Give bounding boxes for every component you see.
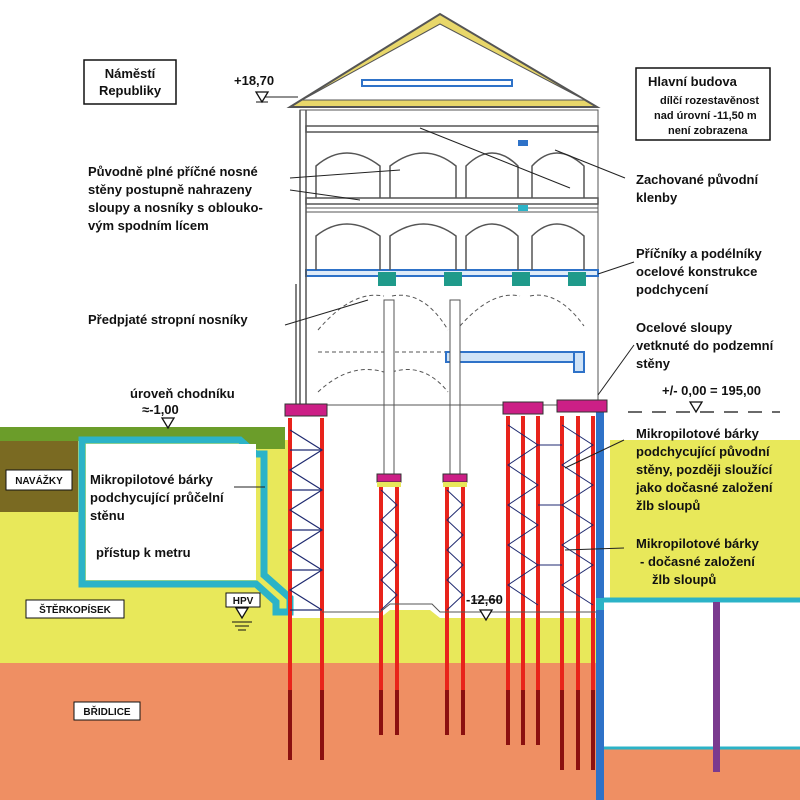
elevation-marker-top [254, 91, 270, 104]
leader-lines [234, 96, 635, 601]
steel-crossbeam [445, 351, 585, 363]
main-building-sub-1: dílčí rozestavěnost [660, 95, 759, 107]
main-building-title: Hlavní budova [648, 74, 738, 89]
micropile-note-2: podchycující původní [636, 444, 770, 459]
navazky-label: NAVÁŽKY [15, 474, 63, 487]
elevation-marker-bottom [478, 609, 494, 622]
pile-cap [284, 403, 328, 417]
teal-beam-blocks [378, 272, 586, 286]
elevation-marker-pavement [160, 417, 176, 430]
bridlice-label: BŘIDLICE [83, 705, 131, 718]
purple-column [713, 602, 720, 772]
datum-label: +/- 0,00 = 195,00 [662, 383, 761, 398]
walls-note-4: vým spodním lícem [88, 218, 209, 233]
elevation-top-label: +18,70 [234, 73, 274, 88]
facade-note-3: stěnu [90, 508, 125, 523]
steelcols-note-2: vetknuté do podzemní [636, 338, 774, 353]
main-building-box [635, 67, 771, 141]
steelcols-note-1: Ocelové sloupy [636, 320, 733, 335]
excavation-pit [290, 405, 610, 618]
facade-note-1: Mikropilotové bárky [90, 472, 214, 487]
temp-foundation-note-2: - dočasné založení [640, 554, 755, 569]
vaults-note-1: Zachované původní [636, 172, 758, 187]
vault-arches [315, 152, 585, 270]
micropile-note-5: žlb sloupů [636, 498, 700, 513]
facade-note-2: podchycující průčelní [90, 490, 224, 505]
square-label-box [83, 59, 177, 105]
steelcols-note-3: stěny [636, 356, 671, 371]
elevation-marker-datum [688, 401, 704, 414]
square-label-2: Republiky [99, 83, 162, 98]
bridlice-box [73, 701, 141, 721]
main-building-sub-2: nad úrovní -11,50 m [654, 110, 757, 122]
crossbeams-note-2: ocelové konstrukce [636, 264, 757, 279]
micropile-note-4: jako dočasné založení [635, 480, 773, 495]
pavement-label-1: úroveň chodníku [130, 386, 235, 401]
navazky-box [5, 469, 73, 491]
micropile-note-3: stěny, později sloužící [636, 462, 773, 477]
temp-foundation-note-3: žlb sloupů [652, 572, 716, 587]
metro-access-label: přístup k metru [96, 545, 191, 560]
elevation-marker-hpv [234, 607, 250, 620]
sterkopisek-label: ŠTĚRKOPÍSEK [39, 603, 111, 616]
crossbeams-note-1: Příčníky a podélníky [636, 246, 762, 261]
elevation-bottom-label: -12,60 [466, 592, 503, 607]
hpv-box [225, 592, 261, 608]
pavement-label-2: ≈-1,00 [142, 402, 179, 417]
walls-note-2: stěny postupně nahrazeny [88, 182, 253, 197]
prestressed-note: Předpjaté stropní nosníky [88, 312, 248, 327]
micropile-note-1: Mikropilotové bárky [636, 426, 760, 441]
walls-note-3: sloupy a nosníky s oblouko- [88, 200, 263, 215]
temp-foundation-note-1: Mikropilotové bárky [636, 536, 760, 551]
crossbeams-note-3: podchycení [636, 282, 709, 297]
hpv-label: HPV [233, 596, 254, 607]
square-label-1: Náměstí [105, 66, 156, 81]
walls-note-1: Původně plné příčné nosné [88, 164, 258, 179]
sterkopisek-box [25, 599, 125, 619]
main-building-sub-3: není zobrazena [668, 125, 748, 137]
pile-roots [288, 690, 595, 770]
vaults-note-2: klenby [636, 190, 678, 205]
